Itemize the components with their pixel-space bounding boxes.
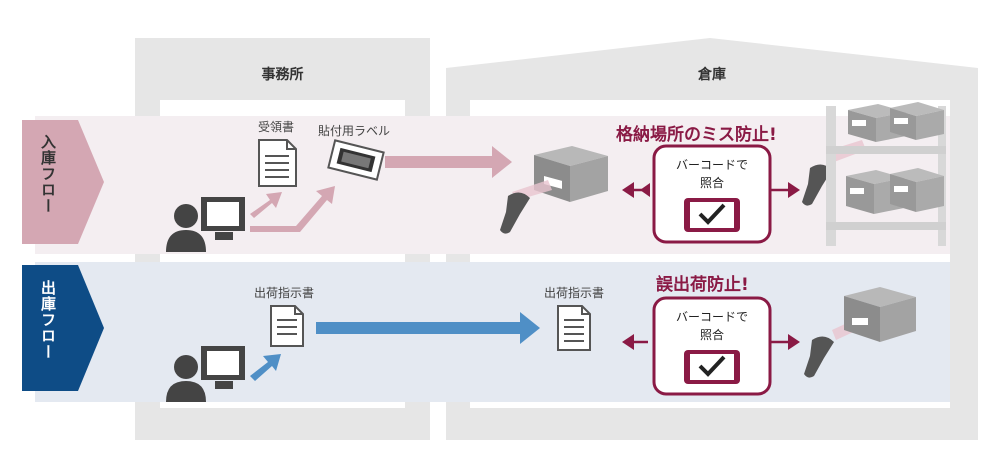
monitor-icon-outbound (201, 346, 245, 389)
tablet-check-icon-inbound (684, 198, 740, 232)
verify-callout-inbound (652, 144, 772, 244)
label-sticker-icon (327, 139, 385, 181)
receipt-label: 受領書 (258, 120, 295, 134)
inbound-flow-label: 入庫フロー (39, 134, 57, 214)
tablet-check-icon-outbound (684, 350, 740, 384)
pink-arrow-to-label (250, 186, 335, 232)
label-sticker-caption: 貼付用ラベル (318, 124, 391, 138)
verify-callout-inbound-text: バーコードで 照合 (654, 156, 770, 192)
blue-arrow-to-instruction (250, 354, 281, 381)
user-icon-inbound (166, 204, 206, 252)
outbound-flow-label: 出庫フロー (39, 280, 57, 360)
verify-outbound-line1: バーコードで (675, 310, 748, 324)
monitor-icon-inbound (201, 197, 245, 240)
document-icon-receipt (258, 139, 297, 187)
outbound-flow-arrow (22, 265, 104, 391)
inbound-flow-arrow (22, 120, 104, 244)
office-instruction-caption: 出荷指示書 (254, 286, 315, 300)
scanner-icon-outbound (804, 336, 834, 378)
inbound-prevention-title: 格納場所のミス防止! (616, 125, 777, 145)
scanner-icon-inbound-right (802, 164, 832, 206)
warehouse-building-label: 倉庫 (698, 67, 726, 83)
box-icon-outbound (844, 287, 916, 342)
office-building-frame (135, 38, 430, 440)
verify-inbound-line1: バーコードで (675, 158, 748, 172)
pink-arrow-to-warehouse (385, 146, 512, 178)
scanner-icon-inbound-left (500, 192, 530, 234)
box-icon-inbound (534, 146, 608, 202)
shelf-icon (826, 102, 946, 246)
document-icon-outbound-warehouse (557, 305, 591, 351)
user-icon-outbound (166, 355, 206, 402)
verify-outbound-line2: 照合 (699, 328, 724, 342)
verify-inbound-line2: 照合 (699, 176, 724, 190)
warehouse-building-frame (446, 38, 978, 440)
blue-arrow-to-warehouse (316, 312, 540, 344)
outbound-prevention-title: 誤出荷防止! (656, 275, 749, 295)
pink-arrow-to-receipt (250, 192, 282, 218)
warehouse-instruction-caption: 出荷指示書 (544, 286, 605, 300)
office-building-label: 事務所 (261, 67, 304, 83)
verify-callout-outbound-text: バーコードで 照合 (654, 308, 770, 344)
document-icon-outbound-office (270, 305, 304, 347)
verify-callout-outbound (652, 296, 772, 396)
